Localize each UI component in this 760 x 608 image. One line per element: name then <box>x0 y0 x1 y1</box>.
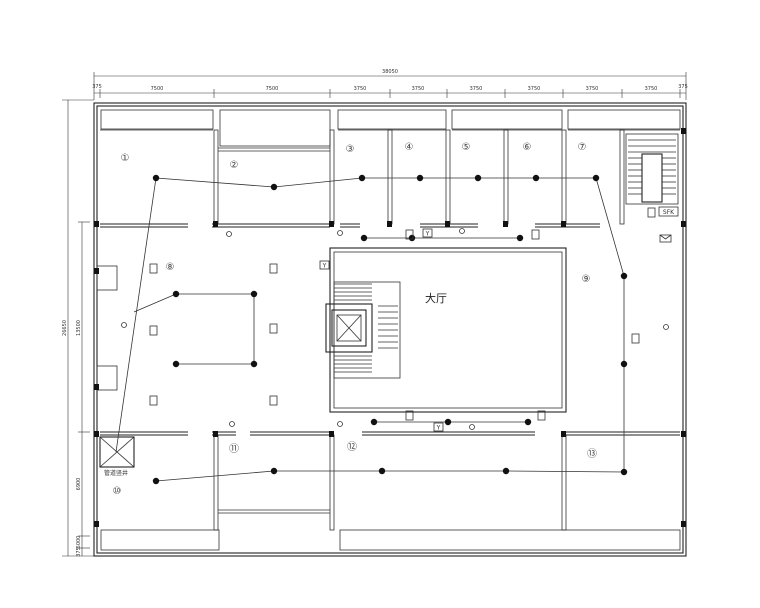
columns <box>94 128 686 527</box>
dim-top-seg: 7500 <box>266 86 279 92</box>
fixture-node <box>360 234 368 242</box>
room-number: ⑧ <box>166 262 175 273</box>
fixture-node <box>250 290 258 298</box>
hall-label: 大厅 <box>425 291 447 305</box>
speaker-icon <box>269 323 278 334</box>
dim-top-seg: 375 <box>92 84 102 90</box>
detector-icon <box>121 322 127 328</box>
fixture-node <box>378 467 386 475</box>
speaker-icon <box>269 263 278 274</box>
left-dimension-lines <box>62 99 94 557</box>
switch-icon <box>469 424 475 430</box>
central-stair <box>325 281 401 379</box>
dim-left-seg: 5000 <box>76 536 82 549</box>
fixtures <box>152 174 628 485</box>
dim-left-overall: 26650 <box>62 320 68 336</box>
y-mark-label: Y <box>425 231 430 238</box>
room-number: ④ <box>405 142 414 153</box>
fixture-node <box>172 360 180 368</box>
speaker-icon <box>537 410 546 421</box>
room-number: ⑤ <box>462 142 471 153</box>
fixture-node <box>270 183 278 191</box>
dim-top-seg: 3750 <box>412 86 425 92</box>
dim-left-seg: 6900 <box>76 478 82 491</box>
central-hall <box>329 247 567 413</box>
fixture-node <box>370 418 378 426</box>
speaker-icon <box>405 229 414 240</box>
sfk-box <box>658 206 679 217</box>
y-mark-label: Y <box>436 425 441 432</box>
dim-top-seg: 3750 <box>528 86 541 92</box>
speaker-icon <box>631 333 640 344</box>
detector-icon <box>663 324 669 330</box>
fixture-node <box>474 174 482 182</box>
fixture-node <box>620 360 628 368</box>
room-number: ⑫ <box>347 441 357 453</box>
duct-shaft <box>99 436 135 468</box>
speaker-icon <box>149 395 158 406</box>
fixture-node <box>620 468 628 476</box>
fixture-node <box>358 174 366 182</box>
switch-icon <box>229 421 235 427</box>
room-number: ⑨ <box>582 274 591 285</box>
dim-top-seg: 3750 <box>470 86 483 92</box>
speaker-icon <box>405 410 414 421</box>
room-number: ⑦ <box>578 142 587 153</box>
fixture-node <box>516 234 524 242</box>
room-number: ⑪ <box>229 443 239 455</box>
fixture-node <box>416 174 424 182</box>
fixture-node <box>270 467 278 475</box>
top-dimension-lines <box>93 72 687 100</box>
switch-icon <box>226 231 232 237</box>
speaker-icon <box>269 395 278 406</box>
sfk-label: SFK <box>663 209 675 216</box>
fixture-node <box>592 174 600 182</box>
fixture-node <box>152 174 160 182</box>
room-number: ⑩ <box>113 486 122 497</box>
y-mark-label: Y <box>322 263 327 270</box>
fixture-node <box>524 418 532 426</box>
room-number: ③ <box>346 144 355 155</box>
detector-icon <box>337 421 343 427</box>
speaker-icon <box>531 229 540 240</box>
room-number: ⑥ <box>523 142 532 153</box>
dim-top-seg: 3750 <box>586 86 599 92</box>
right-stair <box>625 133 679 205</box>
fixture-node <box>620 272 628 280</box>
envelope-icon <box>659 234 672 243</box>
room-number: ① <box>121 153 130 164</box>
speaker-icon <box>149 263 158 274</box>
speaker-icon <box>647 207 656 218</box>
dim-top-seg: 3750 <box>354 86 367 92</box>
fixture-node <box>532 174 540 182</box>
fixture-node <box>502 467 510 475</box>
room-number: ② <box>230 160 239 171</box>
outer-walls <box>93 102 687 557</box>
dim-top-seg: 375 <box>678 84 688 90</box>
dim-left-seg: 375 <box>76 547 82 557</box>
duct-label: 管道竖井 <box>104 469 128 477</box>
fixture-node <box>172 290 180 298</box>
dim-top-seg: 7500 <box>151 86 164 92</box>
dim-overall: 38050 <box>382 69 398 75</box>
y-marks <box>319 228 444 432</box>
fixture-node <box>444 418 452 426</box>
detector-icon <box>337 230 343 236</box>
speaker-icon <box>149 325 158 336</box>
speaker-symbols <box>149 207 656 421</box>
fixture-node <box>408 234 416 242</box>
fixture-node <box>250 360 258 368</box>
detector-symbols <box>121 228 669 430</box>
switch-icon <box>459 228 465 234</box>
dim-left-seg: 13500 <box>76 320 82 336</box>
room-number: ⑬ <box>587 448 597 460</box>
dim-top-seg: 3750 <box>645 86 658 92</box>
fixture-node <box>152 477 160 485</box>
